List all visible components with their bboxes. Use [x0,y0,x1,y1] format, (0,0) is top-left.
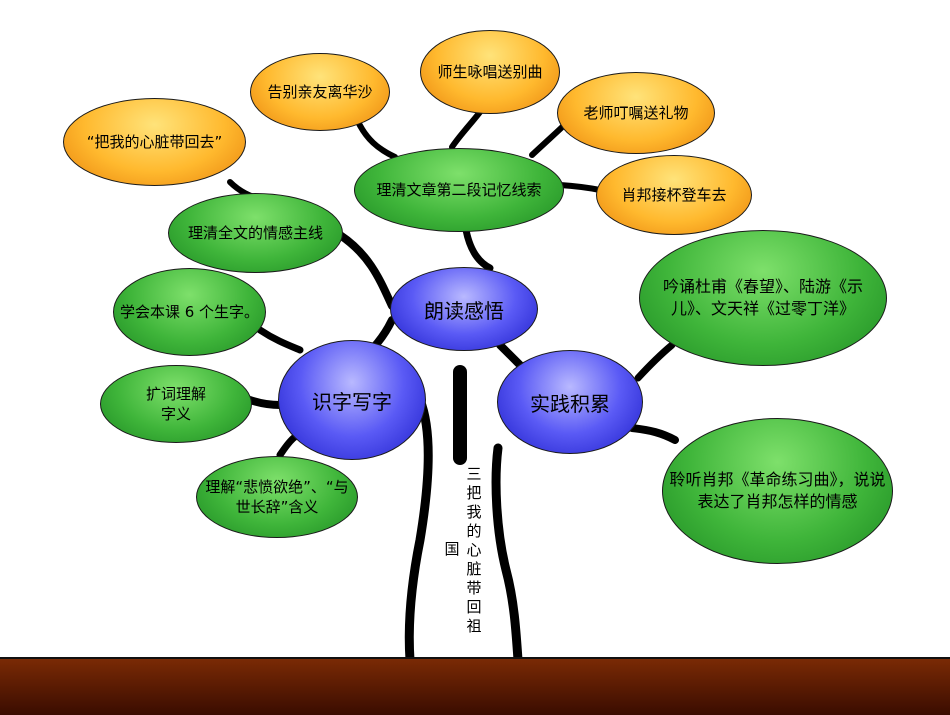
node-memory-item3-label: 老师叮嘱送礼物 [583,104,689,122]
node-root: 朗读感悟 [390,267,538,351]
ground [0,657,950,715]
node-memory-item2-label: 师生咏唱送别曲 [437,63,543,81]
node-literacy: 识字写字 [278,340,426,460]
node-practice-item1: 吟诵杜甫《春望》、陆游《示儿》、文天祥《过零丁洋》 [639,230,887,366]
trunk-text-col2: 国 [444,540,460,558]
node-literacy-label: 识字写字 [312,389,392,414]
node-literacy-item2: 扩词理解字义 [100,365,252,443]
branch-practice-item2 [628,424,679,444]
node-memory-item2: 师生咏唱送别曲 [420,30,560,114]
branch-literacy-item1 [256,326,304,354]
trunk-text-col1: 三把我的心脏带回祖 [466,465,482,635]
node-literacy-item3: 理解“悲愤欲绝”、“与世长辞”含义 [196,456,358,538]
node-practice-item2: 聆听肖邦《革命练习曲》，说说表达了肖邦怎样的情感 [662,418,893,564]
node-root-label: 朗读感悟 [424,298,504,323]
branch-root-practice [496,341,524,369]
branch-practice-item1 [634,341,676,382]
node-memory-item1: 告别亲友离华沙 [250,53,390,131]
node-practice-item1-label: 吟诵杜甫《春望》、陆游《示儿》、文天祥《过零丁洋》 [662,277,863,318]
node-practice-label: 实践积累 [530,391,610,416]
node-memory: 理清文章第二段记忆线索 [354,148,564,232]
node-memory-item4: 肖邦接杯登车去 [596,155,752,235]
node-emotion-item: “把我的心脏带回去” [63,98,246,186]
branch-root-emotion [336,231,396,310]
branch-memory-item2 [449,109,483,150]
trunk-left-edge [404,395,433,665]
node-literacy-item2-label: 扩词理解字义 [145,385,206,423]
node-literacy-item3-label: 理解“悲愤欲绝”、“与世长辞”含义 [205,478,349,516]
trunk-right-edge [491,443,523,665]
branch-memory-item4 [557,182,603,193]
node-practice-item2-label: 聆听肖邦《革命练习曲》，说说表达了肖邦怎样的情感 [669,470,886,511]
node-emotion-label: 理清全文的情感主线 [187,224,323,242]
node-memory-item4-label: 肖邦接杯登车去 [621,186,727,204]
node-emotion: 理清全文的情感主线 [168,193,343,273]
node-memory-item1-label: 告别亲友离华沙 [267,83,373,101]
node-literacy-item1-label: 学会本课 6 个生字。 [119,303,260,321]
node-literacy-item1: 学会本课 6 个生字。 [113,268,266,356]
branch-root-memory [462,226,494,272]
branch-literacy-item2 [246,396,284,409]
node-memory-item3: 老师叮嘱送礼物 [557,72,715,154]
node-emotion-item-label: “把我的心脏带回去” [86,133,223,151]
node-memory-label: 理清文章第二段记忆线索 [376,181,542,199]
node-practice: 实践积累 [497,350,643,454]
